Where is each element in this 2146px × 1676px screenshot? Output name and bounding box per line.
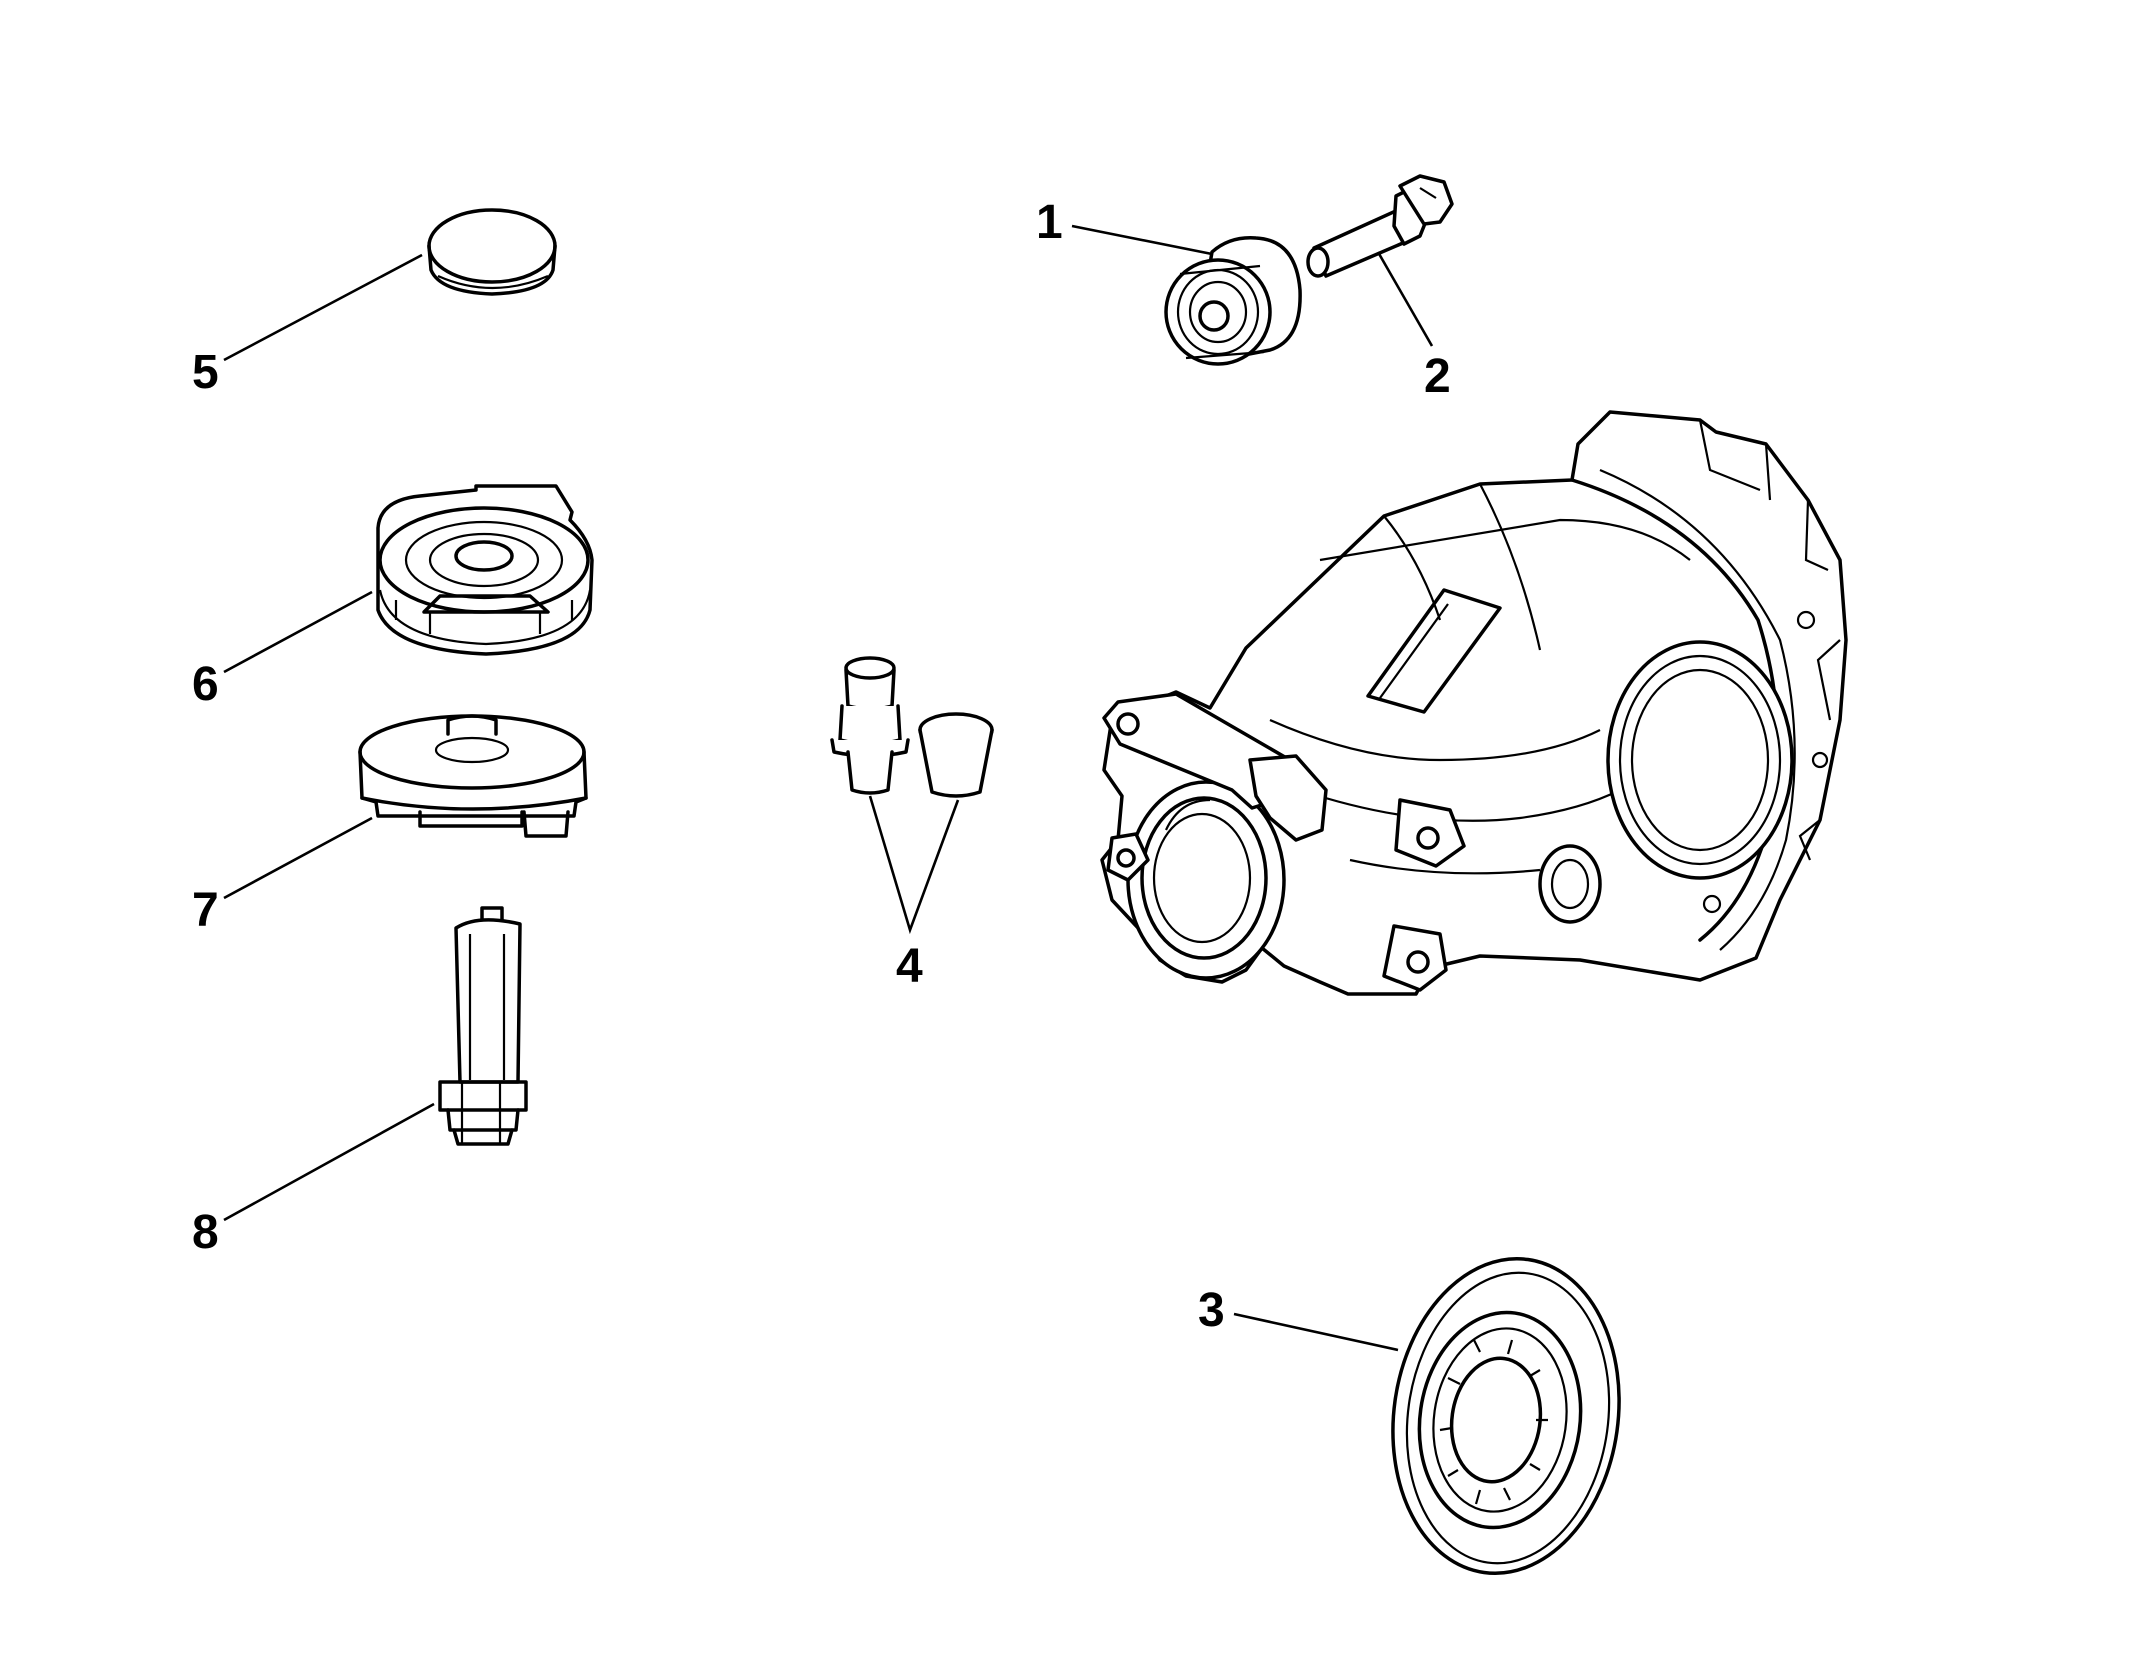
hex-flange-bolt-icon: [1306, 174, 1454, 278]
plugs-icon: [830, 656, 994, 798]
callout-2: 2: [1424, 350, 1451, 403]
leader-line-5: [223, 253, 423, 362]
leader-line-1: [1071, 224, 1213, 256]
callout-4: 4: [896, 940, 923, 993]
mount-bolt-icon: [438, 906, 528, 1146]
differential-housing-icon: [1100, 410, 1848, 996]
leader-line-7: [223, 816, 373, 900]
leader-line-2: [1376, 251, 1434, 347]
rubber-bushing-icon: [1164, 236, 1302, 366]
callout-6: 6: [192, 658, 219, 711]
upper-mount-icon: [376, 484, 594, 656]
callout-1: 1: [1036, 196, 1063, 249]
leader-line-8: [223, 1102, 435, 1222]
callout-5: 5: [192, 346, 219, 399]
leader-line-6: [223, 590, 373, 674]
shaft-seal-icon: [1391, 1257, 1621, 1575]
leader-line-4: [868, 795, 960, 935]
lower-mount-icon: [358, 714, 588, 838]
callout-8: 8: [192, 1206, 219, 1259]
leader-line-3: [1233, 1312, 1399, 1352]
callout-7: 7: [192, 884, 219, 937]
cap-icon: [427, 208, 557, 296]
callout-3: 3: [1198, 1284, 1225, 1337]
